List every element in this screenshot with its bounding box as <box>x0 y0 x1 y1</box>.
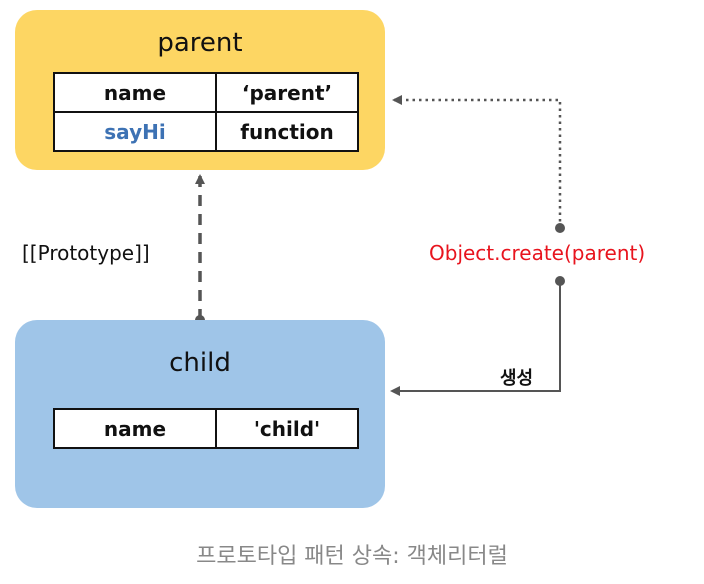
child-properties-table: name 'child' <box>53 408 359 449</box>
table-row: name 'child' <box>53 408 359 449</box>
property-value: function <box>215 111 359 152</box>
create-parent-link-dot <box>555 223 565 233</box>
create-parent-link <box>392 95 562 228</box>
figure-caption: 프로토타입 패턴 상속: 객체리터럴 <box>196 544 508 569</box>
parent-object-box: parent name ‘parent’ sayHi function <box>15 10 385 170</box>
create-child-link-dot <box>555 276 565 286</box>
property-key: name <box>53 72 217 113</box>
property-value: 'child' <box>215 408 359 449</box>
prototype-label: [[Prototype]] <box>22 241 150 265</box>
parent-object-title: parent <box>157 28 243 58</box>
create-child-link <box>390 281 561 396</box>
property-key: name <box>53 408 217 449</box>
object-create-label: Object.create(parent) <box>429 241 646 265</box>
method-key: sayHi <box>53 111 217 152</box>
table-row: sayHi function <box>53 111 359 152</box>
property-value: ‘parent’ <box>215 72 359 113</box>
parent-properties-table: name ‘parent’ sayHi function <box>53 72 359 152</box>
table-row: name ‘parent’ <box>53 72 359 113</box>
child-object-box: child name 'child' <box>15 320 385 508</box>
child-object-title: child <box>169 348 231 378</box>
generate-label: 생성 <box>500 368 534 389</box>
